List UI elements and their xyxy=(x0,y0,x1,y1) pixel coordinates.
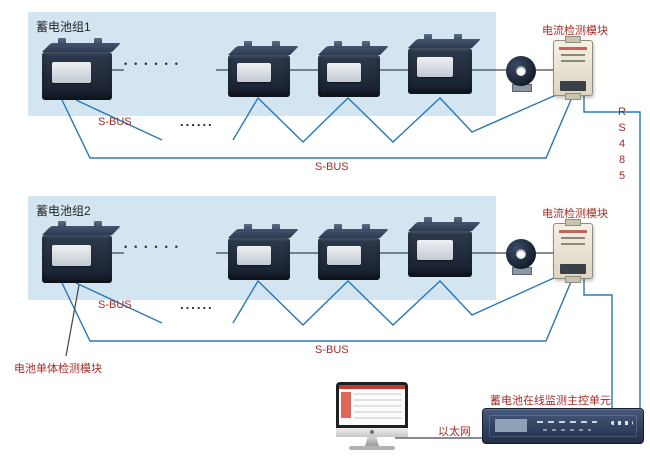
battery-terminal xyxy=(272,41,280,48)
battery-top-face xyxy=(408,222,481,231)
battery-label-sticker xyxy=(236,63,272,82)
monitor-ui-header xyxy=(339,385,405,389)
cell-module-label: 电池单体检测模块 xyxy=(14,363,102,375)
monitor-ui-sidebar xyxy=(341,392,351,418)
module-marking xyxy=(561,237,585,239)
battery-label-sticker xyxy=(416,57,453,78)
battery-top-face xyxy=(318,46,389,55)
ethernet-label: 以太网 xyxy=(438,426,471,438)
module-marking xyxy=(561,54,585,56)
battery-label-sticker xyxy=(326,246,362,265)
monitor-screen-content xyxy=(339,385,405,425)
battery xyxy=(318,41,389,97)
battery xyxy=(318,224,389,280)
current-detect-module-device xyxy=(553,36,593,100)
battery-terminal xyxy=(244,224,252,231)
module-terminal-block xyxy=(560,81,586,91)
module-marking xyxy=(559,230,587,233)
monitor-chin xyxy=(336,428,408,437)
monitor-screen xyxy=(336,382,408,428)
battery-terminal xyxy=(424,34,432,41)
sbus-label-group1-far: S-BUS xyxy=(315,161,349,173)
module-marking xyxy=(559,47,587,50)
sbus-label-group2-far: S-BUS xyxy=(315,344,349,356)
battery-label-sticker xyxy=(326,63,362,82)
battery-top-face xyxy=(42,43,121,52)
battery xyxy=(42,38,121,100)
monitor-stand xyxy=(365,437,379,446)
rs485-label: RS485 xyxy=(616,106,628,186)
battery-dots-group2: •••••• xyxy=(124,242,185,252)
bus-dots-group2: ...... xyxy=(180,297,214,312)
battery xyxy=(42,221,121,283)
rs485-bus-module2 xyxy=(583,277,613,408)
battery-label-sticker xyxy=(416,240,453,261)
battery-terminal xyxy=(454,34,462,41)
main-unit-panel xyxy=(489,415,637,437)
module-marking xyxy=(561,243,585,245)
battery-terminal xyxy=(454,217,462,224)
battery xyxy=(408,34,481,94)
battery-dots-group1: •••••• xyxy=(124,59,185,69)
battery-label-sticker xyxy=(51,244,91,266)
battery xyxy=(228,224,299,280)
battery-label-sticker xyxy=(51,61,91,83)
current-module-label-1: 电流检测模块 xyxy=(542,25,608,37)
battery-top-face xyxy=(408,39,481,48)
current-transformer-icon xyxy=(506,239,536,269)
monitor-icon xyxy=(336,382,408,450)
battery xyxy=(228,41,299,97)
sbus-label-group2-near: S-BUS xyxy=(98,299,132,311)
main-unit-label: 蓄电池在线监测主控单元 xyxy=(490,395,611,407)
battery-terminal xyxy=(94,38,102,45)
main-unit-leds xyxy=(611,421,633,425)
battery-terminal xyxy=(334,41,342,48)
current-transformer-icon xyxy=(506,56,536,86)
battery-terminal xyxy=(272,224,280,231)
main-control-unit-device xyxy=(482,408,644,444)
battery-top-face xyxy=(228,229,299,238)
bus-dots-group1: ...... xyxy=(180,114,214,129)
module-terminal-block xyxy=(560,264,586,274)
battery-terminal xyxy=(362,224,370,231)
group2-title: 蓄电池组2 xyxy=(36,204,91,218)
sbus-label-group1-near: S-BUS xyxy=(98,116,132,128)
battery-top-face xyxy=(318,229,389,238)
monitor-ui-table xyxy=(354,393,402,422)
battery-terminal xyxy=(58,221,66,228)
battery-terminal xyxy=(334,224,342,231)
current-module-label-2: 电流检测模块 xyxy=(542,208,608,220)
current-detect-module-device xyxy=(553,219,593,283)
battery xyxy=(408,217,481,277)
battery-top-face xyxy=(228,46,299,55)
battery-label-sticker xyxy=(236,246,272,265)
battery-terminal xyxy=(244,41,252,48)
module-marking xyxy=(561,60,585,62)
battery-terminal xyxy=(58,38,66,45)
main-unit-markings xyxy=(537,421,597,431)
monitor-base xyxy=(349,446,395,450)
battery-terminal xyxy=(94,221,102,228)
battery-top-face xyxy=(42,226,121,235)
battery-terminal xyxy=(362,41,370,48)
group1-title: 蓄电池组1 xyxy=(36,20,91,34)
battery-terminal xyxy=(424,217,432,224)
main-unit-display xyxy=(495,419,527,432)
